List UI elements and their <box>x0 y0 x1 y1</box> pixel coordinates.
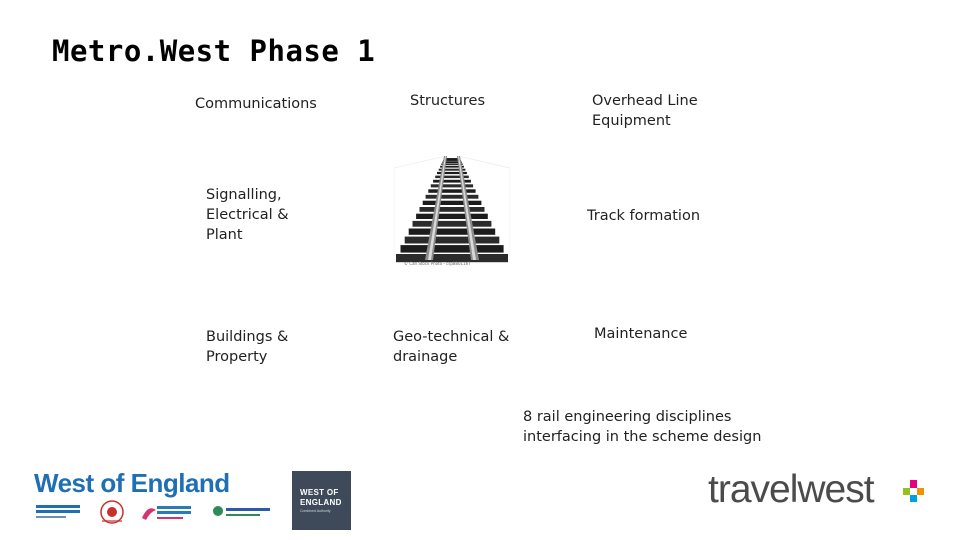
weca-subtitle: Combined Authority <box>300 508 351 514</box>
weca-line-2: ENGLAND <box>300 498 351 508</box>
track-sleeper <box>413 221 492 227</box>
track-sleeper <box>416 214 488 219</box>
track-sleeper <box>433 180 471 183</box>
railway-track-image <box>386 156 518 268</box>
travelwest-wordmark: travelwest <box>708 468 874 512</box>
label-overhead-line-equipment: Overhead Line Equipment <box>592 91 722 131</box>
image-credit: © Can Stock Photo - csp8801167 <box>404 261 471 266</box>
label-track-formation: Track formation <box>587 206 700 226</box>
track-sleeper <box>423 201 482 205</box>
west-of-england-logo: West of England <box>34 468 279 526</box>
track-sleeper <box>420 207 485 212</box>
track-sleeper <box>428 189 475 193</box>
track-sleeper <box>401 245 504 253</box>
label-maintenance: Maintenance <box>594 324 687 344</box>
council-logos-strip <box>34 500 279 526</box>
label-buildings-property: Buildings & Property <box>206 327 316 367</box>
travelwest-logo: travelwest <box>708 468 938 518</box>
summary-text: 8 rail engineering disciplines interfaci… <box>523 407 783 447</box>
label-signalling: Signalling, Electrical & Plant <box>206 185 316 245</box>
track-sleeper <box>405 237 500 244</box>
bristol-council-logo <box>101 501 123 523</box>
north-somerset-council-logo <box>142 506 191 520</box>
label-structures: Structures <box>410 91 485 111</box>
track-sleeper <box>431 184 473 187</box>
south-glos-council-logo <box>213 506 270 516</box>
track-sleeper <box>409 229 496 235</box>
slide-title: Metro.West Phase 1 <box>52 34 375 68</box>
weca-line-1: WEST OF <box>300 488 351 498</box>
weca-logo: WEST OF ENGLAND Combined Authority <box>292 471 351 530</box>
label-communications: Communications <box>195 94 317 114</box>
label-geotechnical-drainage: Geo-technical & drainage <box>393 327 533 367</box>
travelwest-plus-icon <box>902 480 924 502</box>
railway-track-drawing <box>386 156 518 268</box>
banes-council-logo <box>36 505 80 518</box>
track-sleeper <box>426 195 479 199</box>
west-of-england-wordmark: West of England <box>34 468 230 499</box>
